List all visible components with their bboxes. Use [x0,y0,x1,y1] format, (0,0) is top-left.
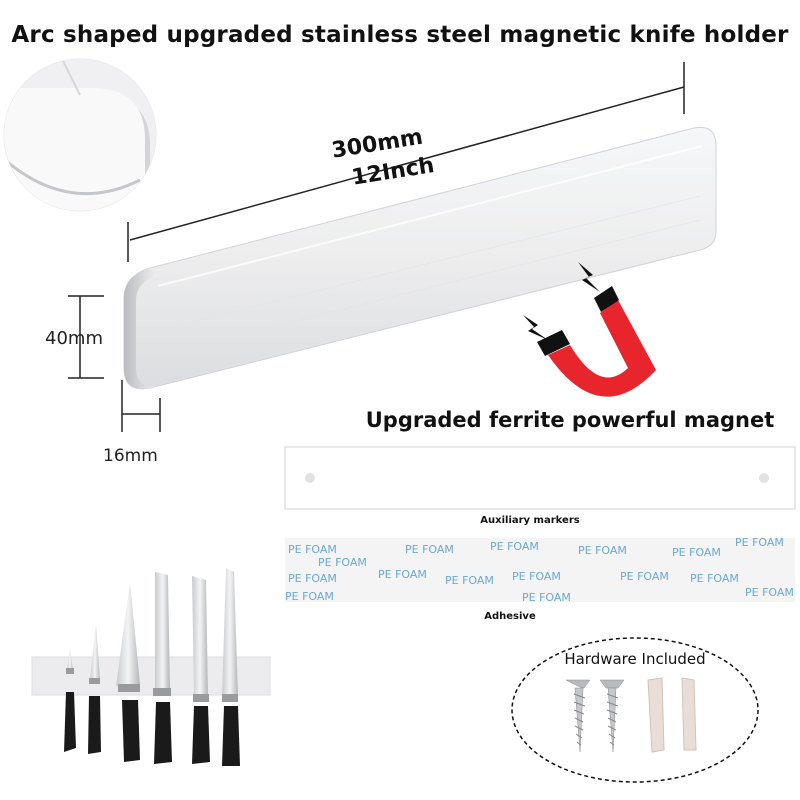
adhesive-label: Adhesive [484,611,536,622]
foam-text: PE FOAM [445,574,494,587]
product-title: Arc shaped upgraded stainless steel magn… [11,22,789,48]
height-label: 40mm [45,328,103,349]
foam-text: PE FOAM [288,543,337,556]
foam-text: PE FOAM [288,572,337,585]
foam-text: PE FOAM [405,543,454,556]
foam-text: PE FOAM [318,556,367,569]
screw-icon [599,679,625,753]
foam-text: PE FOAM [690,572,739,585]
screw-icon [565,679,591,753]
corner-detail [3,58,157,212]
horseshoe-magnet [523,262,656,397]
foam-text: PE FOAM [490,540,539,553]
lightning-icon [523,315,548,340]
foam-text: PE FOAM [512,570,561,583]
foam-text: PE FOAM [745,586,794,599]
wall-anchor-icon [681,677,697,751]
knives-on-bar [31,568,271,766]
foam-text: PE FOAM [735,536,784,549]
wall-anchor-icon [647,677,665,753]
foam-text: PE FOAM [672,546,721,559]
foam-text: PE FOAM [522,591,571,604]
foam-text: PE FOAM [285,590,334,603]
hardware-label: Hardware Included [564,650,706,668]
magnet-label: Upgraded ferrite powerful magnet [365,408,775,432]
foam-text: PE FOAM [378,568,427,581]
lightning-icon [578,262,600,292]
auxiliary-markers-label: Auxiliary markers [480,515,580,526]
auxiliary-marker-strip [284,446,796,510]
adhesive-foam-strip: PE FOAM PE FOAM PE FOAM PE FOAM PE FOAM … [285,536,795,604]
foam-text: PE FOAM [578,544,627,557]
depth-label: 16mm [103,446,158,466]
depth-dimension [121,380,161,432]
length-dimension [127,62,685,262]
knife-bar [123,126,717,390]
foam-text: PE FOAM [620,570,669,583]
height-dimension [68,295,104,379]
hardware-group [511,637,759,783]
